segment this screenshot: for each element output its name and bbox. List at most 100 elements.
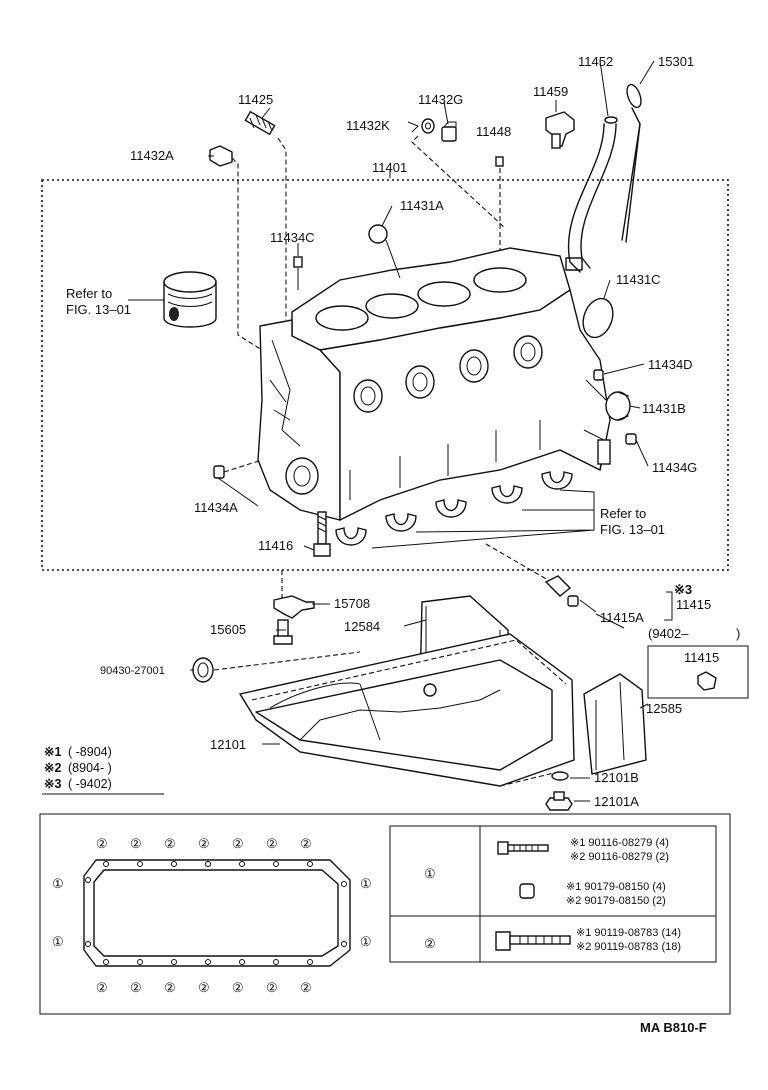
leaders [128,60,655,802]
plug-11431c-icon [582,297,614,339]
plug-15605-icon [273,619,293,645]
leader-12101b-dash [499,771,559,787]
gasket-top-mark-3: ② [164,836,176,851]
label-11434c: 11434C [270,230,315,245]
figure-code: MA B810-F [640,1020,707,1035]
label-range-9402: (9402– [648,626,689,641]
gasket-bottom-mark-1: ② [96,980,108,995]
label-11415a: 11415A [600,610,644,625]
leader-90430-b [213,651,361,671]
plug-11432g-icon [441,121,457,142]
gasket-bottom-mark-2: ② [130,980,142,995]
legend-row2-part1-line2: ※2 90119-08783 (18) [576,941,681,953]
oil-pan-icon [238,633,575,787]
leader-11434a-b [223,459,263,473]
gasket-top-mark-7: ② [300,836,312,851]
gasket-bottom-mark-4: ② [198,980,210,995]
pin-11434g-icon [625,433,637,445]
pin-11434a-icon [213,465,225,479]
note-1-mark: ※1 [44,745,61,759]
washer-11432k-icon [421,118,435,134]
legend-row2-part1-line1: ※1 90119-08783 (14) [576,927,681,939]
label-11434d: 11434D [648,357,693,372]
label-11434a: 11434A [194,500,238,515]
legend-row1-part2-line1: ※1 90179-08150 (4) [566,881,666,893]
washer-12101b-icon [551,771,569,781]
leader-11431a-b [385,239,401,279]
label-90430: 90430-27001 [100,665,165,677]
label-12101a: 12101A [594,794,639,809]
gasket-left-mark-1: ① [52,876,64,891]
legend-row1-symbol: ① [424,866,436,881]
gasket-bottom-mark-5: ② [232,980,244,995]
note-3-range: ( -9402) [68,777,112,791]
label-range-9402-close: ) [736,626,740,641]
stud-11425-icon [244,110,276,136]
gasket-top-mark-4: ② [198,836,210,851]
refer-label-2b: FIG. 13–01 [600,522,665,537]
gasket-outline-icon [83,859,351,967]
plug-11432a-icon [209,145,233,167]
label-11448: 11448 [476,124,511,139]
legend-row1-part1-line1: ※1 90116-08279 (4) [570,837,669,849]
label-11432k: 11432K [346,118,390,133]
gasket-bottom-mark-7: ② [300,980,312,995]
plug-11431a-icon [368,224,388,244]
refer-label-2a: Refer to [600,506,646,521]
label-12101b: 12101B [594,770,639,785]
label-11431c: 11431C [616,272,661,287]
sensor-11415-inset-icon [697,671,717,691]
bolt-flange-icon [497,841,549,855]
bracket-11415 [664,591,673,621]
gasket-90430-icon [192,657,214,683]
pin-11434d-icon [593,369,604,381]
label-15708: 15708 [334,596,370,611]
label-11431a: 11431A [400,198,444,213]
gasket-top-mark-1: ② [96,836,108,851]
leader-11415 [485,543,549,581]
legend-row1-part2-line2: ※2 90179-08150 (2) [566,895,666,907]
refer-label-1b: FIG. 13–01 [66,302,131,317]
label-11434g: 11434G [652,460,697,475]
refer-label-1a: Refer to [66,286,112,301]
gasket-right-mark-2: ① [360,934,372,949]
label-11432g: 11432G [418,92,463,107]
gasket-top-mark-6: ② [266,836,278,851]
bolt-legend-table [389,825,717,963]
label-15605: 15605 [210,622,246,637]
label-11452: 11452 [578,54,613,69]
block-group-boundary [41,179,729,571]
gasket-top-mark-5: ② [232,836,244,851]
stud-short-icon [519,883,535,899]
label-11431b: 11431B [642,401,686,416]
bolt-long-icon [495,931,571,951]
gasket-top-mark-2: ② [130,836,142,851]
leader-11415a-b [579,599,597,613]
label-12584: 12584 [344,619,380,634]
leader-11432k [411,135,506,229]
gasket-right-mark-1: ① [360,876,372,891]
pin-11448-icon [495,156,504,167]
inset-box-11415 [647,645,749,699]
gasket-bottom-mark-3: ② [164,980,176,995]
label-11415: 11415 [676,597,711,612]
cylinder-block-icon [257,247,611,522]
plug-12101a-icon [545,791,573,811]
label-11416: 11416 [258,538,293,553]
label-11425: 11425 [238,92,273,107]
main-bearings-icon [335,471,573,546]
label-11432a: 11432A [130,148,174,163]
note-3-mark: ※3 [44,777,61,791]
leader-11432a [231,157,263,351]
pin-11434c-icon [293,256,303,268]
note-2-range: (8904- ) [68,761,112,775]
piston-icon [163,271,217,328]
seal-11431b-icon [605,391,631,421]
gasket-panel [39,813,731,1015]
label-11415-inset: 11415 [684,650,719,665]
gauge-guide-11452-icon [565,116,618,273]
label-12101: 12101 [210,737,246,752]
label-15301: 15301 [658,54,694,69]
sensor-11415-icon [544,575,579,607]
